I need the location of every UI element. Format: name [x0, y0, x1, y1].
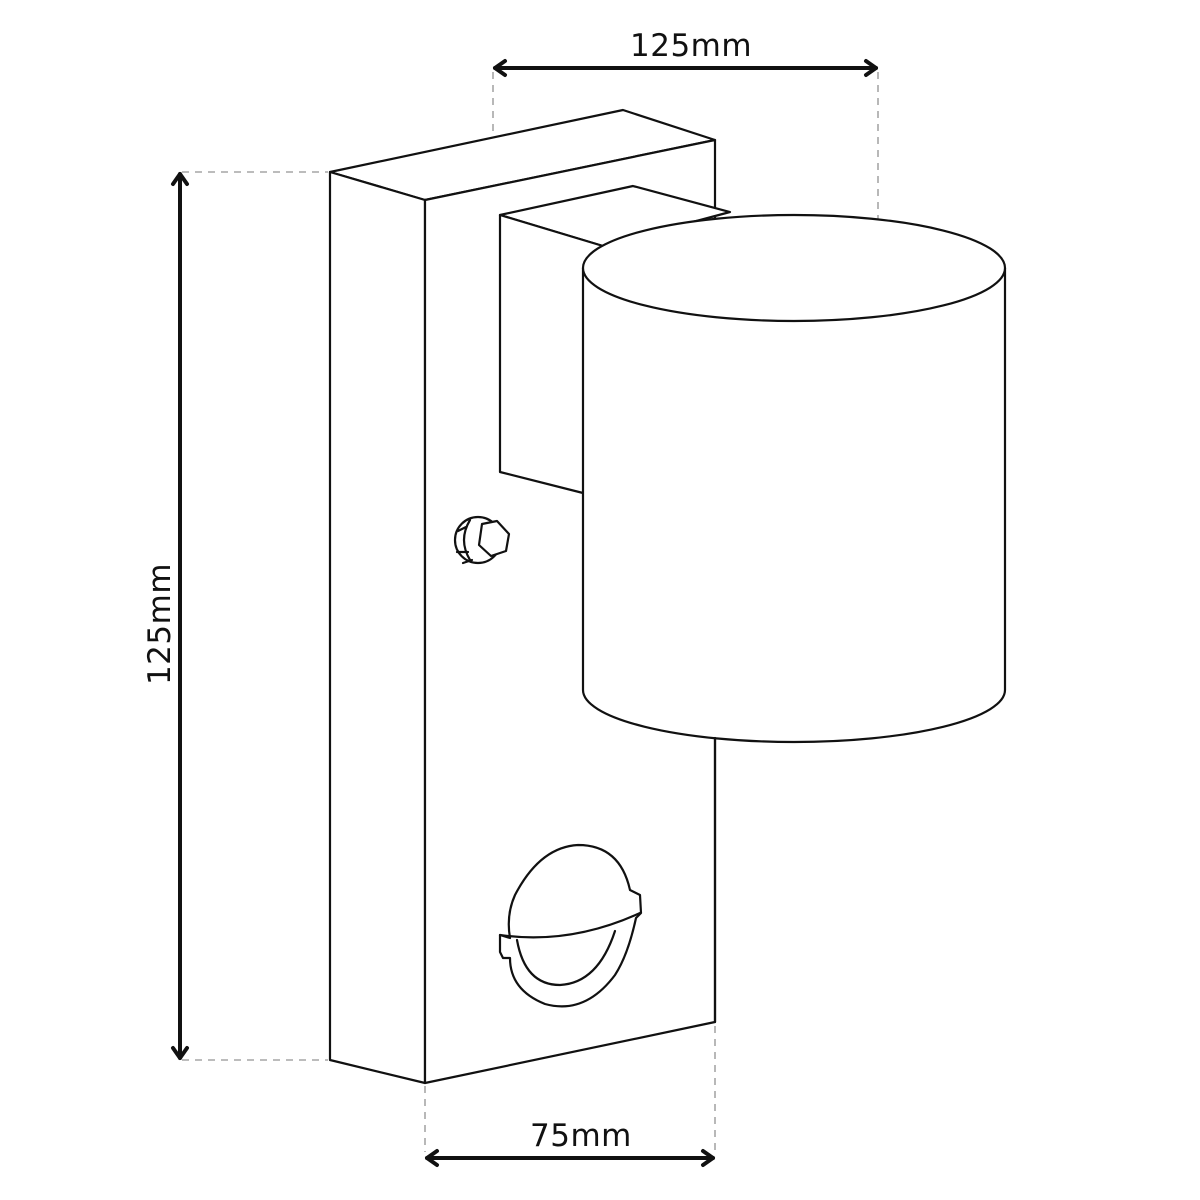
mounting-arm	[498, 184, 732, 502]
dimension-height-label: 125mm	[142, 562, 178, 686]
dimension-depth-label: 75mm	[530, 1118, 632, 1154]
hex-bolt-icon	[453, 515, 511, 565]
dimension-height-line	[171, 172, 189, 1060]
dimension-depth-line	[425, 1149, 715, 1167]
dimension-width-line	[493, 59, 878, 77]
pir-sensor-icon	[498, 843, 643, 1008]
dimension-width-label: 125mm	[630, 28, 753, 64]
cylinder-shade	[581, 213, 1007, 1024]
